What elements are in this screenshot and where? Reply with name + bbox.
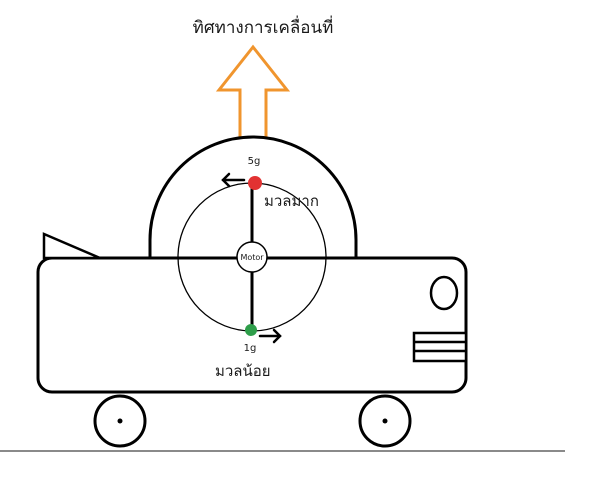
motor (236, 241, 268, 273)
car-spoiler (42, 232, 101, 260)
heavy-mass-label: มวลมาก (264, 192, 319, 210)
front-wheel (358, 394, 412, 448)
rear-wheel (93, 394, 147, 448)
direction-arrow (215, 44, 291, 143)
car-grille (412, 331, 468, 363)
car-headlight (429, 275, 459, 311)
heavy-mass (248, 176, 262, 190)
motor-label: Motor (240, 253, 264, 262)
heavy-mass-left-arrow-icon (221, 172, 246, 188)
light-mass-value: 1g (244, 343, 257, 354)
direction-label: ทิศทางการเคลื่อนที่ (193, 15, 334, 38)
heavy-mass-value: 5g (248, 156, 261, 167)
light-mass-right-arrow-icon (258, 328, 282, 344)
light-mass-label: มวลน้อย (215, 362, 271, 380)
light-mass (245, 324, 257, 336)
